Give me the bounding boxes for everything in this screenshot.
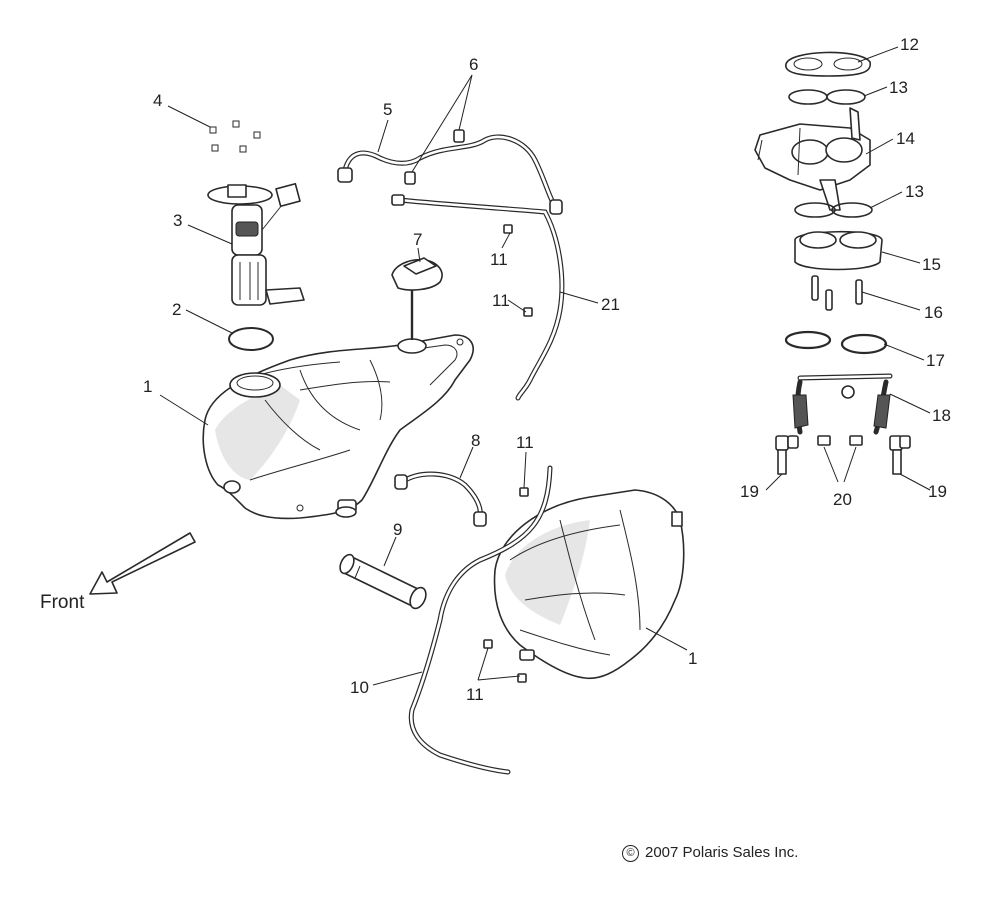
callout-1-right: 1 — [688, 649, 697, 668]
callouts: 1 1 2 3 4 5 6 7 8 9 10 11 11 11 11 12 13… — [143, 35, 951, 704]
filler-tube — [339, 553, 427, 610]
callout-19-right: 19 — [928, 482, 947, 501]
callout-9: 9 — [393, 520, 402, 539]
callout-5: 5 — [383, 100, 392, 119]
callout-2: 2 — [172, 300, 181, 319]
callout-20: 20 — [833, 490, 852, 509]
fuel-pump-assembly — [207, 182, 305, 306]
callout-21: 21 — [601, 295, 620, 314]
callout-11-b: 11 — [492, 291, 510, 310]
callout-11-c: 11 — [516, 433, 534, 452]
callout-7: 7 — [413, 230, 422, 249]
fuel-tank-right — [493, 489, 685, 680]
callout-12: 12 — [900, 35, 919, 54]
fuel-cap — [391, 257, 443, 340]
callout-8: 8 — [471, 431, 480, 450]
copyright-notice: © 2007 Polaris Sales Inc. — [622, 844, 798, 862]
callout-3: 3 — [173, 211, 182, 230]
front-label: Front — [40, 592, 85, 613]
callout-19-left: 19 — [740, 482, 759, 501]
callout-17: 17 — [926, 351, 945, 370]
throttle-body-stack — [754, 51, 911, 475]
callout-14: 14 — [896, 129, 915, 148]
fuel-line — [391, 194, 565, 401]
callout-11-d: 11 — [466, 685, 484, 704]
vent-hose — [337, 129, 563, 215]
callout-13-lower: 13 — [905, 182, 924, 201]
clips — [483, 224, 533, 683]
callout-11-a: 11 — [490, 250, 508, 269]
leader-lines — [159, 46, 931, 686]
fuel-line-lower — [408, 465, 553, 775]
callout-15: 15 — [922, 255, 941, 274]
callout-1-left: 1 — [143, 377, 152, 396]
callout-16: 16 — [924, 303, 943, 322]
copyright-icon: © — [622, 845, 639, 862]
callout-4: 4 — [153, 91, 162, 110]
callout-6: 6 — [469, 55, 478, 74]
copyright-text: 2007 Polaris Sales Inc. — [645, 844, 799, 861]
fuel-tank-left — [202, 334, 474, 520]
callout-18: 18 — [932, 406, 951, 425]
screws — [209, 120, 261, 153]
callout-10: 10 — [350, 678, 369, 697]
front-arrow-icon — [89, 532, 196, 595]
short-hose — [394, 471, 487, 527]
o-ring — [228, 327, 274, 351]
callout-13-top: 13 — [889, 78, 908, 97]
